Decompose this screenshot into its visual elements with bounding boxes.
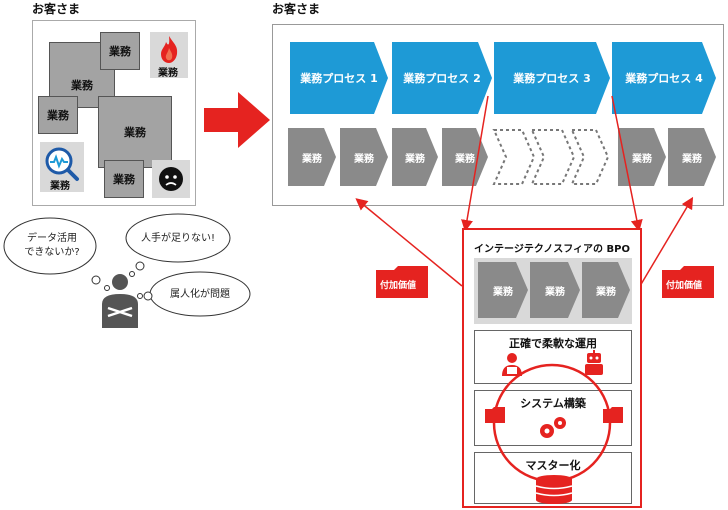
gears-icon	[540, 417, 566, 438]
task-label: 業務	[50, 181, 70, 192]
process-2: 業務プロセス 2	[392, 42, 492, 114]
task-chevron: 業務	[668, 128, 716, 186]
process-4: 業務プロセス 4	[612, 42, 716, 114]
task-label: 業務	[158, 68, 178, 79]
task-chevron: 業務	[530, 262, 580, 318]
task-chevron: 業務	[618, 128, 666, 186]
task-box: 業務	[38, 96, 78, 134]
person-icon	[102, 274, 138, 328]
bubble-data-use: データ活用 できないか?	[24, 233, 80, 258]
folder-icon	[485, 407, 505, 423]
system-title: システム構築	[520, 397, 586, 410]
process-1: 業務プロセス 1	[290, 42, 388, 114]
operation-title: 正確で柔軟な運用	[509, 337, 597, 350]
bubble-shortage: 人手が足りない!	[140, 233, 215, 244]
operation-section: 正確で柔軟な運用	[474, 330, 632, 384]
task-label: 業務	[109, 45, 131, 58]
task-label: 業務	[71, 79, 93, 92]
left-section-title: お客さま	[32, 2, 81, 16]
fire-icon: 業務	[150, 32, 188, 79]
process-3: 業務プロセス 3	[494, 42, 610, 114]
database-icon	[535, 475, 573, 504]
task-chevron: 業務	[478, 262, 528, 318]
magnifier-icon: 業務	[40, 142, 84, 192]
master-title: マスター化	[525, 459, 581, 472]
task-box: 業務	[98, 96, 172, 168]
added-value-label: 付加価値	[380, 281, 417, 291]
folder-icon: 付加価値	[374, 264, 430, 300]
thought-bubbles	[3, 213, 251, 317]
task-box: 業務	[100, 32, 140, 70]
task-label: 業務	[124, 126, 146, 139]
task-box: 業務	[104, 160, 144, 198]
task-label: 業務	[47, 109, 69, 122]
bubble-silo: 属人化が問題	[170, 289, 230, 300]
folder-icon: 付加価値	[660, 264, 716, 300]
robot-icon	[585, 350, 603, 375]
task-label: 業務	[113, 173, 135, 186]
task-chevron: 業務	[582, 262, 630, 318]
worried-face-icon	[152, 160, 190, 198]
right-section-title: お客さま	[272, 2, 321, 16]
added-value-label: 付加価値	[666, 281, 703, 291]
outsourced-placeholder	[492, 129, 610, 185]
folder-icon	[603, 407, 623, 423]
transition-arrow	[204, 92, 270, 148]
task-chevron: 業務	[288, 128, 336, 186]
bpo-title: インテージテクノスフィアの BPO	[474, 244, 630, 255]
task-chevron: 業務	[340, 128, 388, 186]
operator-icon	[502, 353, 522, 376]
